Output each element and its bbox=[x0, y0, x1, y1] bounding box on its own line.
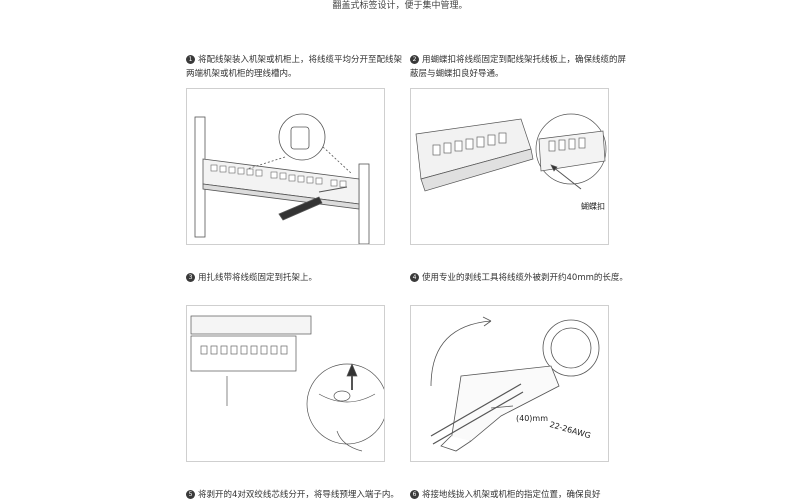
patch-panel-mount-drawing bbox=[194, 113, 370, 244]
cable-tray-drawing bbox=[415, 113, 607, 192]
step-text: 将剥开的4对双绞线芯线分开，将导线预埋入端子内。 bbox=[198, 490, 399, 500]
butterfly-clip-label: 蝴蝶扣 bbox=[581, 202, 605, 211]
step-number-badge: 2 bbox=[410, 55, 419, 64]
step-text: 将配线架装入机架或机柜上，将线缆平均分开至配线架两端机架或机柜的理线槽内。 bbox=[186, 55, 403, 79]
step-number-badge: 5 bbox=[186, 490, 195, 499]
step-text: 用蝴蝶扣将线缆固定到配线架托线板上，确保线缆的屏蔽层与蝴蝶扣良好导通。 bbox=[410, 55, 627, 79]
step-number-badge: 3 bbox=[186, 273, 195, 282]
cable-tie-drawing bbox=[190, 315, 384, 452]
step-text: 将接地线拢入机架或机柜的指定位置，确保良好 bbox=[422, 490, 601, 500]
step-text: 使用专业的剥线工具将线缆外被剥开约40mm的长度。 bbox=[422, 273, 628, 283]
step-2-illustration: 蝴蝶扣 bbox=[410, 88, 609, 245]
step-3-illustration bbox=[186, 305, 385, 462]
strip-length-label: (40)mm bbox=[516, 414, 549, 423]
step-1-illustration bbox=[186, 88, 385, 245]
step-number-badge: 6 bbox=[410, 490, 419, 499]
intro-text: 翻盖式标签设计，便于集中管理。 bbox=[332, 1, 468, 11]
cable-stripper-drawing bbox=[430, 316, 600, 452]
step-number-badge: 4 bbox=[410, 273, 419, 282]
step-4-illustration: (40)mm 22-26AWG bbox=[410, 305, 609, 462]
step-number-badge: 1 bbox=[186, 55, 195, 64]
step-text: 用扎线带将线缆固定到托架上。 bbox=[198, 273, 318, 283]
